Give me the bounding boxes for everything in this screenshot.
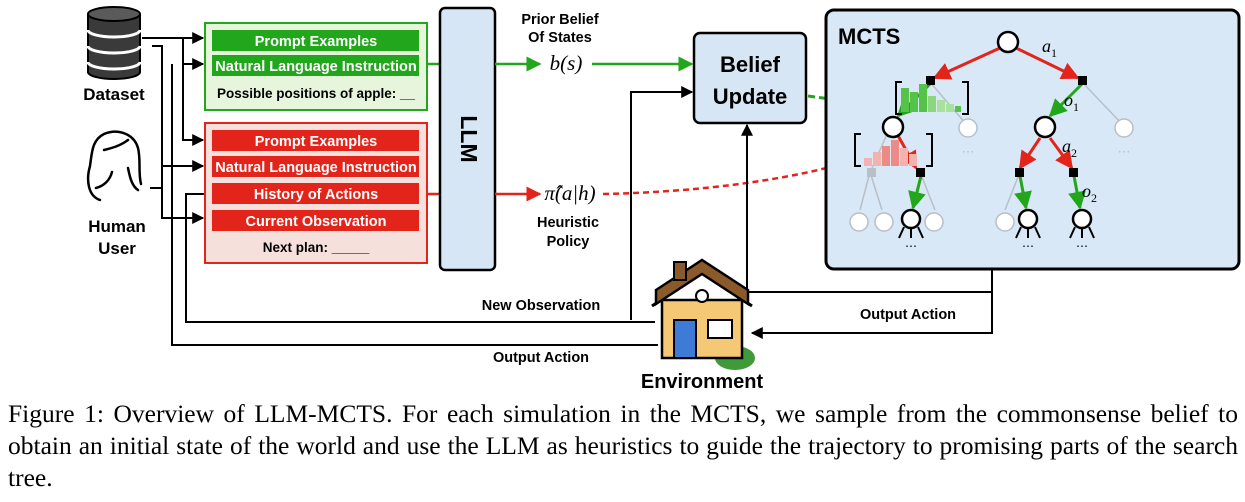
svg-text:⋯: ⋯ (1076, 239, 1088, 253)
llm-block (438, 6, 497, 272)
rollout-node: ⋯ (898, 208, 924, 253)
mcts-panel (824, 8, 1241, 271)
red-history-bar (212, 183, 419, 204)
state-node-right (1033, 115, 1057, 139)
rollout-node: ⋯ (1069, 208, 1095, 253)
svg-text:⋯: ⋯ (905, 239, 917, 253)
action-node (916, 168, 925, 177)
root-node (996, 30, 1020, 54)
edge-label-o1: o1 (1064, 90, 1079, 114)
heuristic-symbol: π̂(a|h) (544, 181, 595, 205)
environment-house-icon (651, 258, 755, 370)
llm-mcts-diagram: Dataset Human User Prompt Examples Natur… (83, 6, 1241, 393)
prior-belief-line2: Of States (528, 30, 592, 46)
policy-to-mcts-arrow (602, 156, 858, 196)
action-node (1078, 76, 1087, 85)
output-action-right-label: Output Action (860, 307, 956, 323)
green-instruction-text: Natural Language Instruction (215, 59, 416, 75)
mcts-title: MCTS (838, 24, 900, 49)
edge-label-o2: o2 (1082, 181, 1097, 205)
new-observation-label: New Observation (482, 298, 600, 314)
environment-label: Environment (641, 371, 764, 393)
state-node-left (881, 115, 905, 139)
belief-histogram (895, 81, 969, 115)
red-prompt-examples-bar (212, 130, 419, 151)
green-instruction-bar (212, 55, 419, 76)
heuristic-label-line1: Heuristic (537, 215, 599, 231)
human-user-icon (86, 130, 143, 202)
red-observation-text: Current Observation (246, 214, 387, 230)
action-node (1069, 168, 1078, 177)
red-observation-bar (212, 210, 419, 231)
output-action-bottom-label: Output Action (493, 350, 589, 366)
action-node (1015, 168, 1024, 177)
belief-update-box (692, 31, 808, 125)
green-fill-line: Possible positions of apple: __ (217, 86, 416, 101)
figure-caption: Figure 1: Overview of LLM-MCTS. For each… (8, 399, 1238, 492)
svg-text:⋯: ⋯ (1022, 239, 1034, 253)
mcts-to-belief-line (741, 123, 993, 293)
observation-to-belief-line (630, 86, 694, 320)
green-prompt-examples-text: Prompt Examples (255, 34, 378, 50)
llm-label: LLM (456, 115, 482, 162)
dataset-icon (86, 6, 142, 80)
input-wiring (142, 32, 658, 346)
belief-symbol: b(s) (550, 51, 583, 75)
svg-text:⋯: ⋯ (1118, 144, 1131, 159)
human-label-line1: Human (88, 217, 146, 236)
red-instruction-text: Natural Language Instruction (215, 160, 416, 176)
edge-label-a2: a2 (1062, 136, 1077, 160)
heuristic-label-line2: Policy (547, 234, 590, 250)
action-node (926, 76, 935, 85)
red-fill-line: Next plan: _____ (263, 240, 370, 255)
edge-label-a1: a1 (1042, 36, 1057, 60)
policy-histogram (854, 133, 933, 167)
search-tree: ⋯ ⋯ ⋯ (849, 30, 1134, 253)
prior-belief-line1: Prior Belief (521, 12, 599, 28)
mcts-to-environment-line (750, 292, 993, 339)
green-prompt-examples-bar (212, 30, 419, 51)
dataset-label: Dataset (83, 85, 145, 104)
belief-update-line1: Belief (720, 52, 781, 77)
belief-update-line2: Update (713, 84, 788, 109)
rollout-node: ⋯ (1015, 208, 1041, 253)
red-instruction-bar (212, 156, 419, 177)
red-prompt-examples-text: Prompt Examples (255, 134, 378, 150)
faded-action-node (867, 168, 876, 177)
red-history-text: History of Actions (254, 187, 378, 203)
human-label-line2: User (98, 239, 136, 258)
svg-text:⋯: ⋯ (962, 144, 975, 159)
